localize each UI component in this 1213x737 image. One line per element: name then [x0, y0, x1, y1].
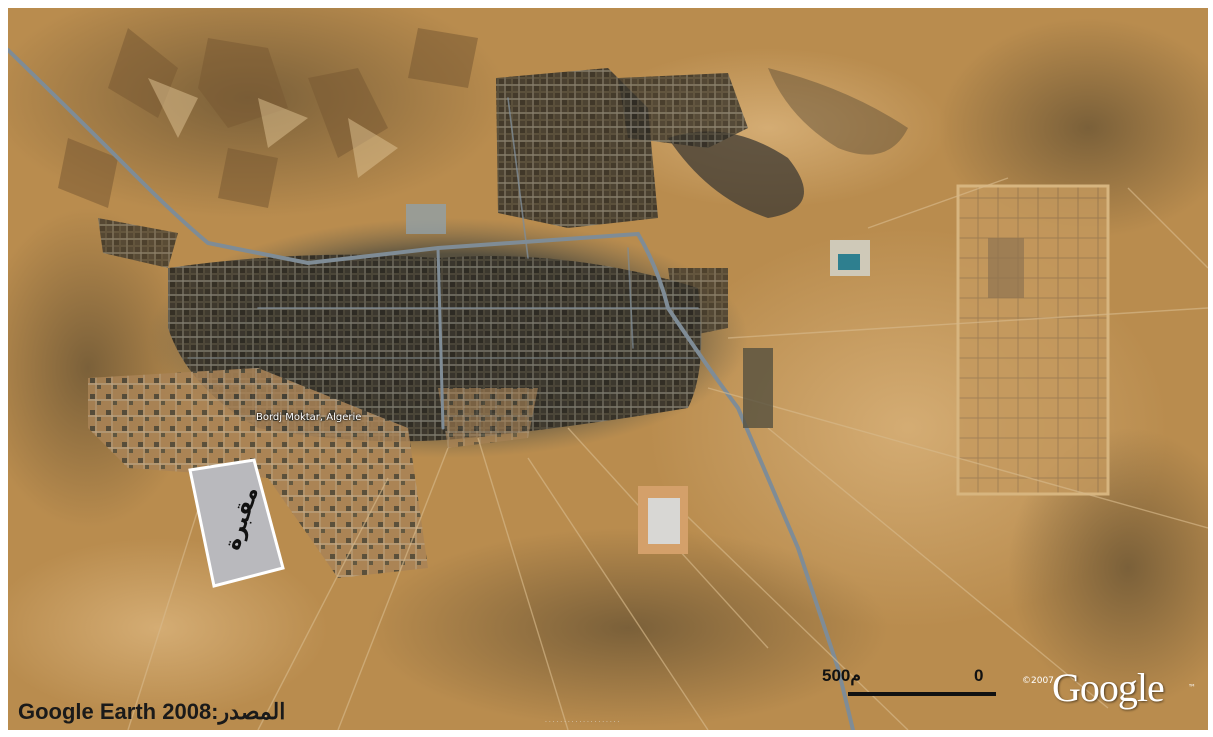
scale-left-value: 500م: [822, 666, 861, 685]
place-label[interactable]: Bordj Moktar, Algerie: [256, 412, 362, 423]
scale-right-value: 0: [974, 666, 984, 685]
imagery-credit-strip: · · · · · · · · · · · · · · · · · · · ·: [545, 719, 620, 726]
satellite-imagery: [8, 8, 1208, 730]
google-logo: Google: [1052, 665, 1165, 710]
satellite-map[interactable]: Bordj Moktar, Algerie مقبرة · · · · · · …: [8, 8, 1208, 730]
cemetery-area[interactable]: [188, 458, 285, 588]
trademark-mark: ™: [1188, 683, 1196, 692]
scale-bar: [848, 692, 996, 696]
source-caption: Google Earth 2008:المصدر: [18, 699, 286, 724]
copyright-text: ©2007: [1022, 676, 1054, 686]
